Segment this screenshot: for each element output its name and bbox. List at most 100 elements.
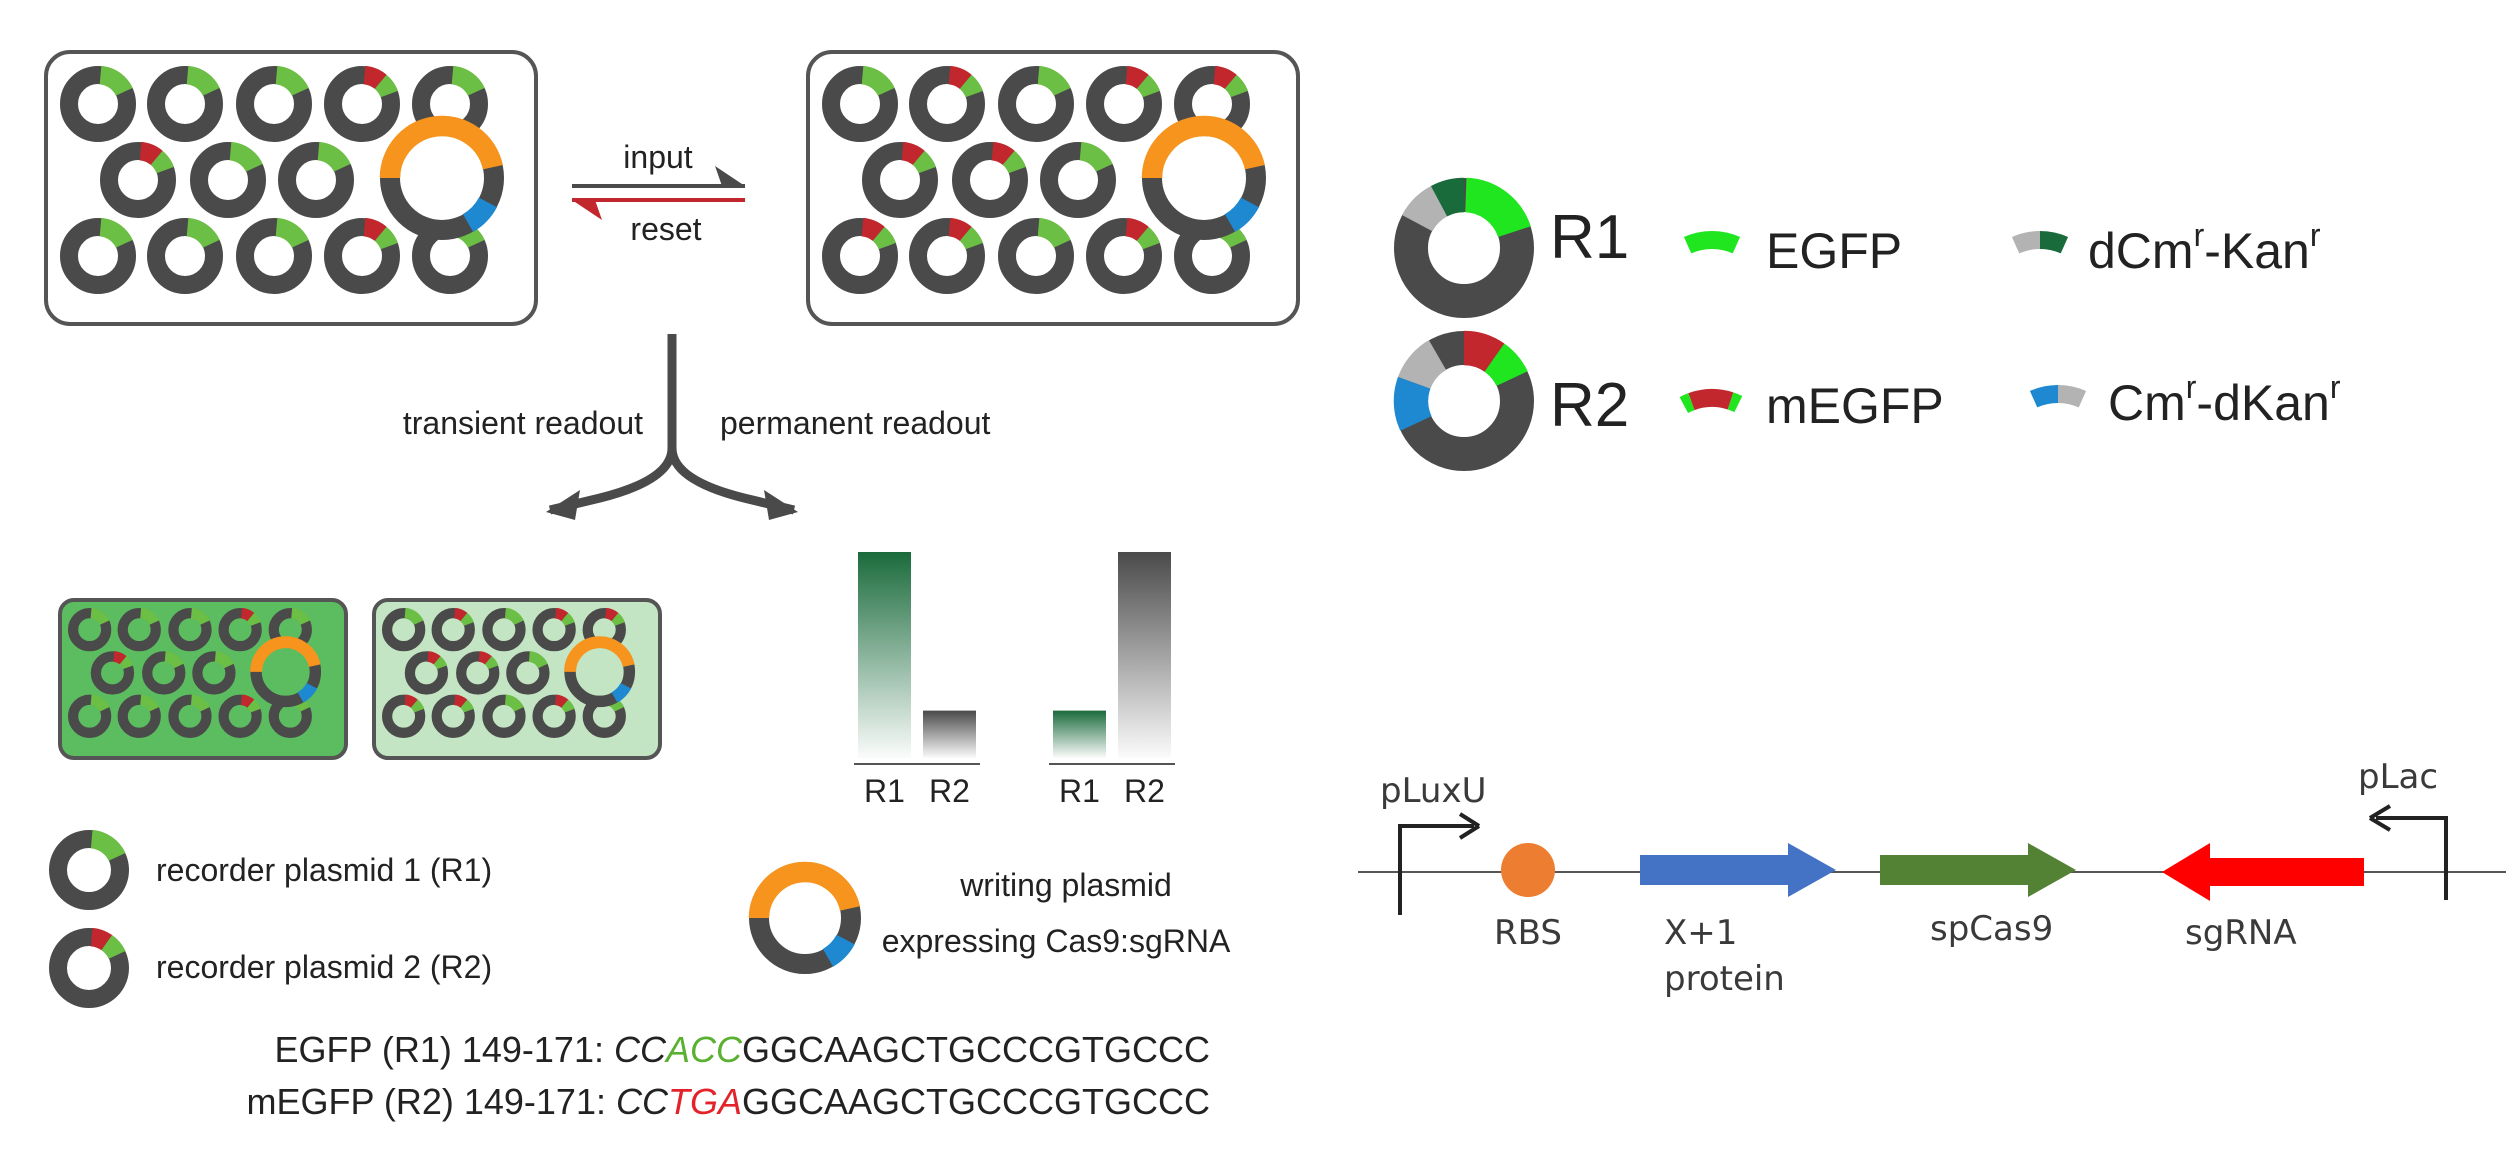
recorder-plasmid-segment [90, 694, 110, 712]
recorder-plasmid [168, 694, 212, 738]
recorder-plasmid-segment [991, 141, 1015, 166]
recorder-plasmid [168, 607, 212, 652]
recorder-plasmid-center [208, 160, 248, 200]
pluxu-promoter-icon [1398, 824, 1474, 915]
recorder-plasmid-center [927, 84, 967, 124]
legend-r2-ring-center [67, 946, 111, 990]
key-r1-ring-center [1428, 212, 1500, 284]
recorder-plasmid-segment [604, 607, 619, 622]
reporter-key: R1 R2 EGFP mEGFP dCmr-Kanr Cmr-dKanr [1393, 177, 2341, 471]
recorder-plasmid [236, 217, 312, 294]
key-dcm-kan-b: -Kan [2204, 223, 2310, 279]
recorder-plasmid-backbone [168, 607, 212, 652]
recorder-plasmid-center [101, 661, 124, 685]
recorder-plasmid [532, 694, 576, 738]
recorder-plasmid [506, 651, 550, 695]
recorder-plasmid-backbone [909, 218, 985, 294]
recorder-plasmid-segment [1136, 226, 1160, 250]
recorder-plasmid-segment [374, 226, 398, 250]
key-r2-ring-segment [1397, 340, 1447, 390]
recorder-plasmid-center [840, 236, 880, 276]
recorder-plasmid-center [840, 84, 880, 124]
writing-plasmid-center [400, 136, 484, 220]
writing-plasmid-segment [1141, 115, 1265, 179]
recorder-plasmid-segment [363, 65, 387, 90]
recorder-plasmid-center [254, 84, 294, 124]
recorder-plasmid-segment [1037, 217, 1071, 249]
writing-plasmid [379, 115, 504, 240]
recorder-plasmid [117, 694, 161, 738]
recorder-plasmid-center [542, 704, 566, 728]
recorder-plasmid-segment [1037, 65, 1071, 97]
key-cm-dkan-label: Cmr-dKanr [2108, 369, 2341, 431]
key-r2-ring-center [1428, 365, 1500, 437]
recorder-plasmid-center [127, 704, 151, 728]
legend-r2-ring [49, 927, 129, 1008]
segment-icon-part [1679, 393, 1695, 414]
key-cm-dkan-b: -dKan [2196, 375, 2329, 431]
recorder-plasmid [862, 141, 938, 218]
legend-r2-label: recorder plasmid 2 (R2) [156, 949, 492, 985]
recorder-plasmid-segment [190, 694, 210, 712]
recorder-plasmid-center [1016, 236, 1056, 276]
plate-initial-plasmids [60, 65, 504, 294]
key-r2-ring-segment [1393, 376, 1432, 431]
recorder-plasmid [147, 65, 223, 142]
recorder-plasmid-backbone [67, 607, 112, 652]
recorder-plasmid-segment [948, 65, 972, 90]
recorder-plasmid [909, 217, 985, 294]
recorder-plasmid-backbone [168, 694, 212, 738]
rbs-label: RBS [1494, 913, 1562, 953]
megfp-sequence: mEGFP (R2) 149-171: CCTGAGGCAAGCTGCCCGTG… [247, 1081, 1211, 1122]
recorder-plasmid-segment [484, 656, 499, 670]
bar-r2 [1118, 552, 1171, 758]
recorder-plasmid [142, 651, 186, 695]
sequences: EGFP (R1) 149-171: CCACCGGCAAGCTGCCCGTGC… [247, 1029, 1211, 1122]
legend-writing-ring [748, 861, 861, 974]
key-r1-ring [1394, 177, 1534, 318]
key-dcm-kan-a: dCm [2088, 223, 2194, 279]
recorder-plasmid-backbone [218, 607, 262, 652]
recorder-plasmid-segment [290, 607, 311, 626]
writing-plasmid-segment [250, 636, 321, 673]
recorder-plasmid-segment [561, 699, 575, 713]
x1-label-line2: protein [1664, 959, 1785, 999]
key-cm-dkan-sup1: r [2186, 369, 2197, 405]
legend-r2-ring-segment [101, 935, 126, 960]
recorder-plasmid [190, 141, 266, 218]
recorder-plasmid-segment [1002, 150, 1026, 174]
recorder-plasmid-segment [186, 217, 220, 249]
recorder-plasmid-segment [99, 217, 133, 249]
recorder-plasmid-segment [504, 694, 524, 712]
recorder-plasmid-backbone [431, 694, 475, 738]
recorder-plasmid-center [165, 84, 205, 124]
writing-plasmid-center [1162, 136, 1246, 220]
recorder-plasmid-segment [1224, 74, 1248, 98]
reset-arrowhead [572, 200, 602, 220]
writing-plasmid [564, 636, 636, 708]
recorder-plasmid-segment [190, 607, 210, 626]
recorder-plasmid [117, 607, 161, 652]
recorder-plasmid-backbone [236, 218, 312, 294]
recorder-plasmid [218, 694, 262, 738]
plac-promoter-arrowhead [2368, 804, 2392, 832]
recorder-plasmid-center [492, 704, 516, 728]
readout-split-arrow: transient readout permanent readout [403, 334, 991, 520]
bar-r1 [1053, 710, 1106, 758]
recorder-plasmid-backbone [236, 66, 312, 142]
writing-plasmid-center [261, 647, 310, 696]
key-cm-dkan-sup2: r [2330, 369, 2341, 405]
megfp-sequence-cc: CC [616, 1081, 669, 1122]
recorder-plasmid-segment [861, 217, 885, 242]
legend-r1-ring-backbone [49, 830, 129, 910]
recorder-plasmid-center [430, 84, 470, 124]
recorder-plasmid [998, 65, 1074, 142]
recorder-plasmid-segment [460, 699, 474, 713]
megfp-sequence-prefix: mEGFP (R2) 149-171: [247, 1081, 616, 1122]
recorder-plasmid-backbone [909, 66, 985, 142]
recorder-plasmid-center [1104, 236, 1144, 276]
recorder-plasmid-segment [247, 699, 261, 713]
egfp-segment-icon [1683, 231, 1741, 254]
segment-icon-part [2039, 231, 2069, 254]
recorder-plasmid-segment [363, 217, 387, 242]
